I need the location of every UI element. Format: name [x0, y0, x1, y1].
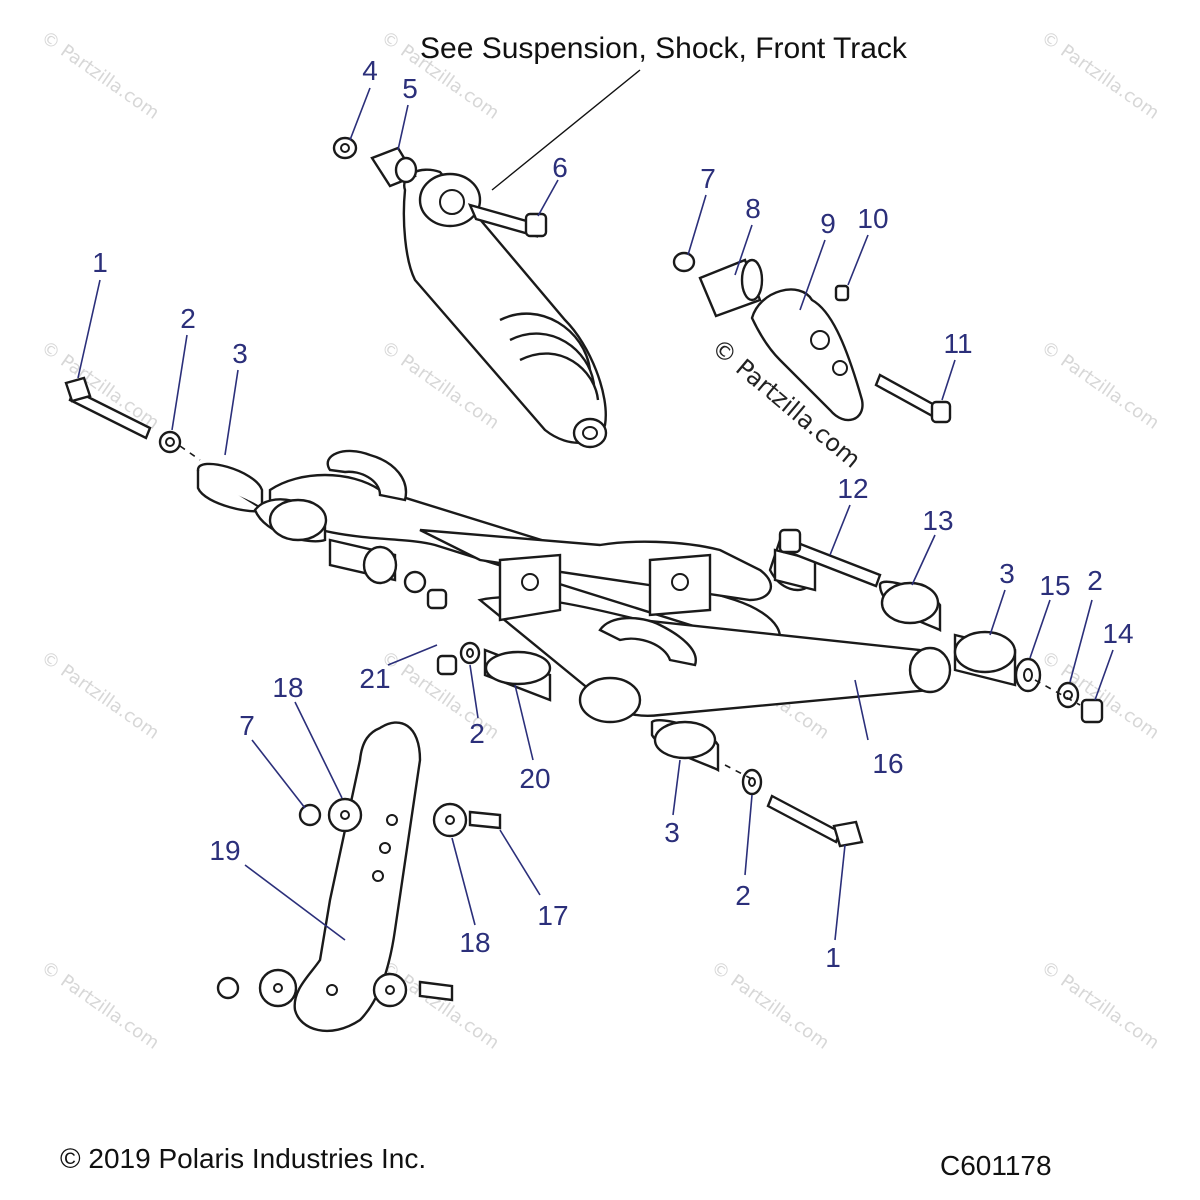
watermark: © Partzilla.com [1037, 337, 1163, 434]
watermark: © Partzilla.com [1037, 27, 1163, 124]
shock-hardware [332, 136, 548, 238]
watermarks: © Partzilla.com © Partzilla.com © Partzi… [37, 27, 1163, 1054]
callout-7: 7 [700, 163, 716, 194]
callout-3: 3 [999, 558, 1015, 589]
callout-4: 4 [362, 55, 378, 86]
callout-18: 18 [459, 927, 490, 958]
watermark: © Partzilla.com [37, 337, 163, 434]
callout-10: 10 [857, 203, 888, 234]
see-also-heading: See Suspension, Shock, Front Track [420, 32, 908, 65]
callouts: 4 5 6 7 8 9 10 1 2 3 11 12 13 3 15 2 14 … [92, 55, 1133, 973]
callout-15: 15 [1039, 570, 1070, 601]
callout-13: 13 [922, 505, 953, 536]
lower-bolt-stack [436, 641, 864, 848]
callout-2: 2 [1087, 565, 1103, 596]
callout-21: 21 [359, 663, 390, 694]
left-bolt-stack [64, 376, 264, 514]
callout-2: 2 [469, 718, 485, 749]
callout-8: 8 [745, 193, 761, 224]
bracket-hardware: © Partzilla.com [672, 251, 952, 474]
callout-19: 19 [209, 835, 240, 866]
watermark: © Partzilla.com [37, 27, 163, 124]
callout-7: 7 [239, 710, 255, 741]
callout-3: 3 [664, 817, 680, 848]
a-arm [253, 449, 952, 724]
diagram-code: C601178 [940, 1150, 1052, 1181]
watermark: © Partzilla.com [1037, 647, 1163, 744]
callout-3: 3 [232, 338, 248, 369]
callout-9: 9 [820, 208, 836, 239]
callout-20: 20 [519, 763, 550, 794]
callout-18: 18 [272, 672, 303, 703]
heading-leader-line [491, 69, 641, 191]
copyright-notice: © 2019 Polaris Industries Inc. [60, 1143, 426, 1174]
watermark: © Partzilla.com [37, 957, 163, 1054]
watermark: © Partzilla.com [37, 647, 163, 744]
callout-14: 14 [1102, 618, 1133, 649]
callout-16: 16 [872, 748, 903, 779]
callout-5: 5 [402, 73, 418, 104]
callout-1: 1 [92, 247, 108, 278]
callout-2: 2 [735, 880, 751, 911]
watermark: © Partzilla.com [1037, 957, 1163, 1054]
callout-17: 17 [537, 900, 568, 931]
shock-absorber [402, 168, 608, 449]
leader-lines [77, 87, 1114, 941]
callout-1: 1 [825, 942, 841, 973]
link-arm [216, 721, 502, 1033]
watermark: © Partzilla.com [707, 957, 833, 1054]
callout-12: 12 [837, 473, 868, 504]
callout-6: 6 [552, 152, 568, 183]
callout-11: 11 [943, 328, 972, 359]
callout-2: 2 [180, 303, 196, 334]
right-bolt-stack [778, 528, 1104, 724]
